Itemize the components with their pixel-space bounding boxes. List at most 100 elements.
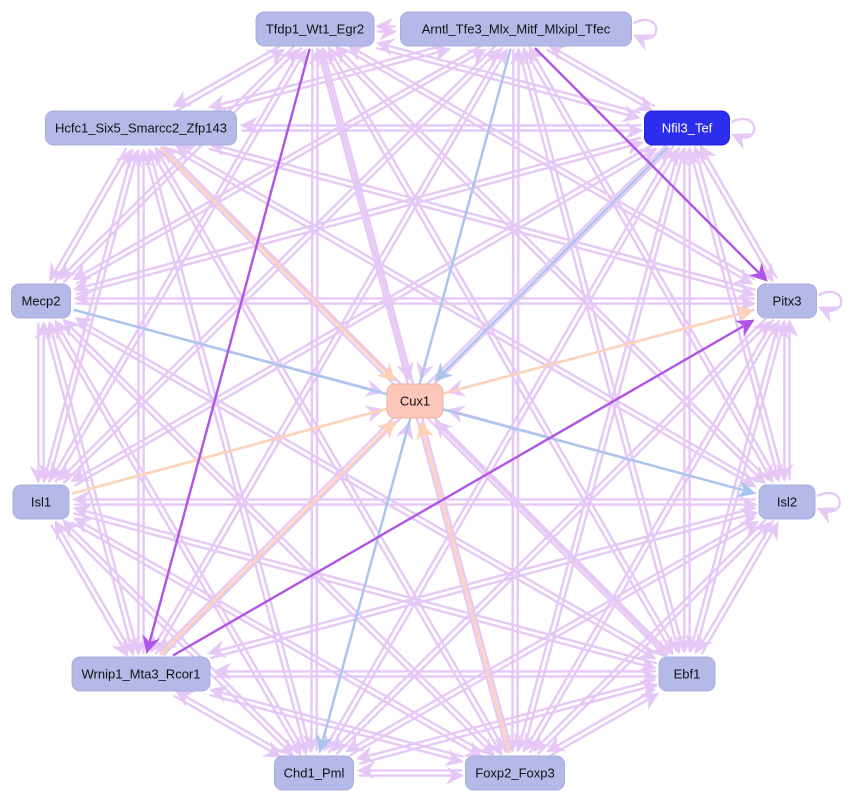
edge-Ebf1-Mecp2 xyxy=(74,317,659,655)
edge-Chd1_Pml-Mecp2-reverse xyxy=(50,323,302,757)
node-box-Nfil3_Tef[interactable] xyxy=(644,110,730,146)
edge-Tfdp1_Wt1_Egr2-Chd1_Pml-reverse xyxy=(308,47,327,752)
edge-Tfdp1_Wt1_Egr2-Wrnip1_Mta3_Rcor1 xyxy=(142,48,311,654)
edge-Pitx3-Hcfc1_Six5_Smarcc2_Zfp143-reverse xyxy=(208,147,756,300)
node-box-Ebf1[interactable] xyxy=(658,656,716,692)
edge-Wrnip1_Mta3_Rcor1-Pitx3 xyxy=(172,319,755,657)
node-box-Wrnip1_Mta3_Rcor1[interactable] xyxy=(71,656,211,692)
edge-Nfil3_Tef-Chd1_Pml-reverse xyxy=(327,147,679,754)
edge-Nfil3_Tef-Cux1 xyxy=(434,146,669,382)
edge-Nfil3_Tef-Foxp2_Foxp3 xyxy=(513,146,681,753)
node-box-Pitx3[interactable] xyxy=(757,283,817,319)
edge-Tfdp1_Wt1_Egr2-Isl1 xyxy=(50,46,303,481)
edge-Nfil3_Tef-Chd1_Pml xyxy=(323,145,675,752)
edge-Arntl_Tfe3_Mlx_Mitf_Mlxipl_Tfec-Foxp2_Foxp3 xyxy=(503,48,522,753)
edge-Arntl_Tfe3_Mlx_Mitf_Mlxipl_Tfec-Mecp2-reverse xyxy=(75,48,487,285)
edge-Nfil3_Tef-Foxp2_Foxp3-reverse xyxy=(522,146,689,753)
node-Mecp2[interactable]: Mecp2 xyxy=(11,283,71,319)
edge-Tfdp1_Wt1_Egr2-Hcfc1_Six5_Smarcc2_Zfp143 xyxy=(172,44,282,108)
edge-Isl2-Foxp2_Foxp3 xyxy=(532,518,767,752)
node-box-Hcfc1_Six5_Smarcc2_Zfp143[interactable] xyxy=(45,110,237,146)
node-Isl2[interactable]: Isl2 xyxy=(758,484,816,520)
node-Cux1[interactable]: Cux1 xyxy=(386,383,444,419)
node-Foxp2_Foxp3[interactable]: Foxp2_Foxp3 xyxy=(465,755,565,791)
edge-Isl2-Hcfc1_Six5_Smarcc2_Zfp143 xyxy=(174,144,759,483)
self-loop-Isl2 xyxy=(816,491,841,524)
node-Arntl_Tfe3_Mlx_Mitf_Mlxipl_Tfec[interactable]: Arntl_Tfe3_Mlx_Mitf_Mlxipl_Tfec xyxy=(400,11,632,47)
edge-Isl2-Ebf1-reverse xyxy=(700,521,779,655)
edge-Ebf1-Foxp2_Foxp3-reverse xyxy=(549,693,660,757)
self-loop-Nfil3_Tef xyxy=(730,117,756,150)
edge-Isl1-Hcfc1_Six5_Smarcc2_Zfp143 xyxy=(47,148,143,484)
edge-Tfdp1_Wt1_Egr2-Cux1 xyxy=(319,48,414,381)
edge-Isl1-Hcfc1_Six5_Smarcc2_Zfp143-reverse xyxy=(39,148,134,484)
node-box-Tfdp1_Wt1_Egr2[interactable] xyxy=(255,11,375,47)
node-box-Isl2[interactable] xyxy=(758,484,816,520)
edge-Pitx3-Hcfc1_Six5_Smarcc2_Zfp143 xyxy=(208,139,756,291)
edge-Arntl_Tfe3_Mlx_Mitf_Mlxipl_Tfec-Foxp2_Foxp3-reverse xyxy=(509,47,528,752)
node-box-Cux1[interactable] xyxy=(386,383,444,419)
node-label-Foxp2_Foxp3: Foxp2_Foxp3 xyxy=(475,766,555,781)
edge-Arntl_Tfe3_Mlx_Mitf_Mlxipl_Tfec-Pitx3 xyxy=(534,47,768,282)
edge-Ebf1-Foxp2_Foxp3 xyxy=(546,688,656,753)
node-box-Arntl_Tfe3_Mlx_Mitf_Mlxipl_Tfec[interactable] xyxy=(400,11,632,47)
edge-Isl2-Foxp2_Foxp3-reverse xyxy=(536,521,771,755)
node-label-Mecp2: Mecp2 xyxy=(21,294,60,309)
node-box-Isl1[interactable] xyxy=(12,484,70,520)
self-loop-Pitx3 xyxy=(817,290,843,323)
node-Pitx3[interactable]: Pitx3 xyxy=(757,283,817,319)
edge-Chd1_Pml-Mecp2 xyxy=(54,319,306,753)
node-box-Chd1_Pml[interactable] xyxy=(274,755,354,791)
edge-Isl2-Wrnip1_Mta3_Rcor1-reverse xyxy=(210,508,759,660)
nodes-layer: Tfdp1_Wt1_Egr2 Arntl_Tfe3_Mlx_Mitf_Mlxipl… xyxy=(11,11,817,791)
node-Tfdp1_Wt1_Egr2[interactable]: Tfdp1_Wt1_Egr2 xyxy=(255,11,375,47)
node-label-Arntl_Tfe3_Mlx_Mitf_Mlxipl_Tfec: Arntl_Tfe3_Mlx_Mitf_Mlxipl_Tfec xyxy=(422,22,611,37)
node-label-Nfil3_Tef: Nfil3_Tef xyxy=(662,121,713,136)
node-box-Foxp2_Foxp3[interactable] xyxy=(465,755,565,791)
node-Hcfc1_Six5_Smarcc2_Zfp143[interactable]: Hcfc1_Six5_Smarcc2_Zfp143 xyxy=(45,110,237,146)
edge-Nfil3_Tef-Pitx3-reverse xyxy=(699,144,778,279)
edge-Arntl_Tfe3_Mlx_Mitf_Mlxipl_Tfec-Wrnip1_Mta3_Rcor1-reverse xyxy=(154,48,508,655)
node-label-Wrnip1_Mta3_Rcor1: Wrnip1_Mta3_Rcor1 xyxy=(82,667,201,682)
node-Chd1_Pml[interactable]: Chd1_Pml xyxy=(274,755,354,791)
node-label-Hcfc1_Six5_Smarcc2_Zfp143: Hcfc1_Six5_Smarcc2_Zfp143 xyxy=(55,121,227,136)
edge-Nfil3_Tef-Mecp2-reverse xyxy=(75,138,644,296)
node-Isl1[interactable]: Isl1 xyxy=(12,484,70,520)
node-Ebf1[interactable]: Ebf1 xyxy=(658,656,716,692)
edge-Ebf1-Chd1_Pml xyxy=(356,678,656,764)
node-label-Ebf1: Ebf1 xyxy=(674,667,701,682)
edge-Isl2-Hcfc1_Six5_Smarcc2_Zfp143-reverse xyxy=(173,149,757,488)
node-label-Chd1_Pml: Chd1_Pml xyxy=(284,766,345,781)
edge-Mecp2-Hcfc1_Six5_Smarcc2_Zfp143-reverse xyxy=(49,147,128,282)
self-loop-Arntl_Tfe3_Mlx_Mitf_Mlxipl_Tfec xyxy=(632,18,658,51)
node-Nfil3_Tef[interactable]: Nfil3_Tef xyxy=(644,110,730,146)
edge-Foxp2_Foxp3-Wrnip1_Mta3_Rcor1 xyxy=(209,685,464,758)
edge-Pitx3-Foxp2_Foxp3-reverse xyxy=(528,320,779,754)
edge-Pitx3-Ebf1 xyxy=(685,319,781,654)
edge-Mecp2-Hcfc1_Six5_Smarcc2_Zfp143 xyxy=(53,149,132,284)
edge-Isl2-Wrnip1_Mta3_Rcor1 xyxy=(207,506,756,658)
edge-Ebf1-Chd1_Pml-reverse xyxy=(358,680,659,765)
edge-Tfdp1_Wt1_Egr2-Nfil3_Tef-reverse xyxy=(375,38,641,114)
edge-Tfdp1_Wt1_Egr2-Nfil3_Tef xyxy=(375,47,641,123)
edge-Foxp2_Foxp3-Hcfc1_Six5_Smarcc2_Zfp143 xyxy=(154,146,507,753)
edge-Tfdp1_Wt1_Egr2-Chd1_Pml xyxy=(302,48,321,753)
edge-Hcfc1_Six5_Smarcc2_Zfp143-Cux1 xyxy=(159,146,396,382)
edge-Nfil3_Tef-Mecp2 xyxy=(73,136,642,294)
edge-Wrnip1_Mta3_Rcor1-Isl1-reverse xyxy=(50,524,129,658)
node-label-Cux1: Cux1 xyxy=(400,394,430,409)
node-Wrnip1_Mta3_Rcor1[interactable]: Wrnip1_Mta3_Rcor1 xyxy=(71,656,211,692)
node-box-Mecp2[interactable] xyxy=(11,283,71,319)
edge-Wrnip1_Mta3_Rcor1-Isl1 xyxy=(54,520,133,654)
edge-Chd1_Pml-Wrnip1_Mta3_Rcor1-reverse xyxy=(173,695,282,758)
edge-Isl2-Chd1_Pml-reverse xyxy=(348,520,760,757)
node-label-Isl1: Isl1 xyxy=(31,495,51,510)
edge-Nfil3_Tef-Pitx3 xyxy=(695,148,774,283)
node-label-Tfdp1_Wt1_Egr2: Tfdp1_Wt1_Egr2 xyxy=(266,22,364,37)
node-label-Isl2: Isl2 xyxy=(777,495,797,510)
edge-Isl2-Ebf1 xyxy=(696,519,775,653)
edge-Arntl_Tfe3_Mlx_Mitf_Mlxipl_Tfec-Nfil3_Tef-reverse xyxy=(547,44,655,107)
edge-Tfdp1_Wt1_Egr2-Hcfc1_Six5_Smarcc2_Zfp143-reverse xyxy=(176,48,286,112)
